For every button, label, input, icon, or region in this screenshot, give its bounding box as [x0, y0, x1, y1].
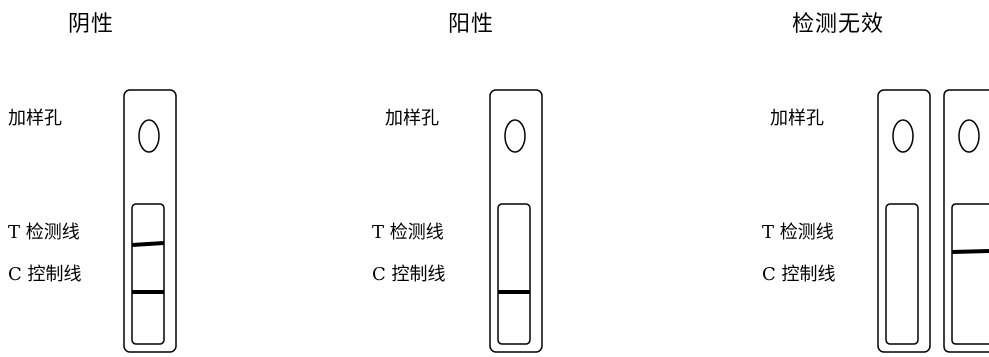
test-line-label: T 检测线	[372, 222, 444, 243]
sample-well-label: 加样孔	[770, 108, 824, 129]
sample-well	[138, 119, 160, 153]
sample-well	[504, 119, 526, 153]
panel-positive: 阳性 加样孔 T 检测线 C 控制线	[330, 0, 660, 357]
test-cassette-empty	[877, 89, 931, 353]
result-window	[497, 203, 531, 345]
control-line-label: C 控制线	[8, 264, 82, 285]
panel-title: 检测无效	[792, 12, 885, 37]
sample-well	[892, 119, 914, 153]
result-window	[885, 203, 919, 345]
test-line-label: T 检测线	[762, 222, 834, 243]
test-line-label: T 检测线	[8, 222, 80, 243]
panel-negative: 阴性 加样孔 T 检测线 C 控制线	[0, 0, 300, 357]
test-line-mark	[131, 241, 165, 247]
cassette-body	[489, 89, 543, 353]
test-cassette-test-only	[943, 89, 989, 353]
test-cassette	[123, 89, 177, 353]
sample-well-label: 加样孔	[8, 108, 62, 129]
panel-invalid: 检测无效 加样孔 T 检测线 C 控制线	[700, 0, 989, 357]
test-cassette	[489, 89, 543, 353]
result-window	[131, 203, 165, 345]
test-line-mark	[951, 249, 989, 254]
panel-title: 阳性	[448, 12, 495, 37]
sample-well	[958, 119, 980, 153]
panel-title: 阴性	[68, 12, 115, 37]
sample-well-label: 加样孔	[385, 108, 439, 129]
cassette-body	[123, 89, 177, 353]
cassette-body	[943, 89, 989, 353]
cassette-body	[877, 89, 931, 353]
control-line-label: C 控制线	[762, 264, 836, 285]
control-line-label: C 控制线	[372, 264, 446, 285]
result-window	[951, 203, 989, 345]
